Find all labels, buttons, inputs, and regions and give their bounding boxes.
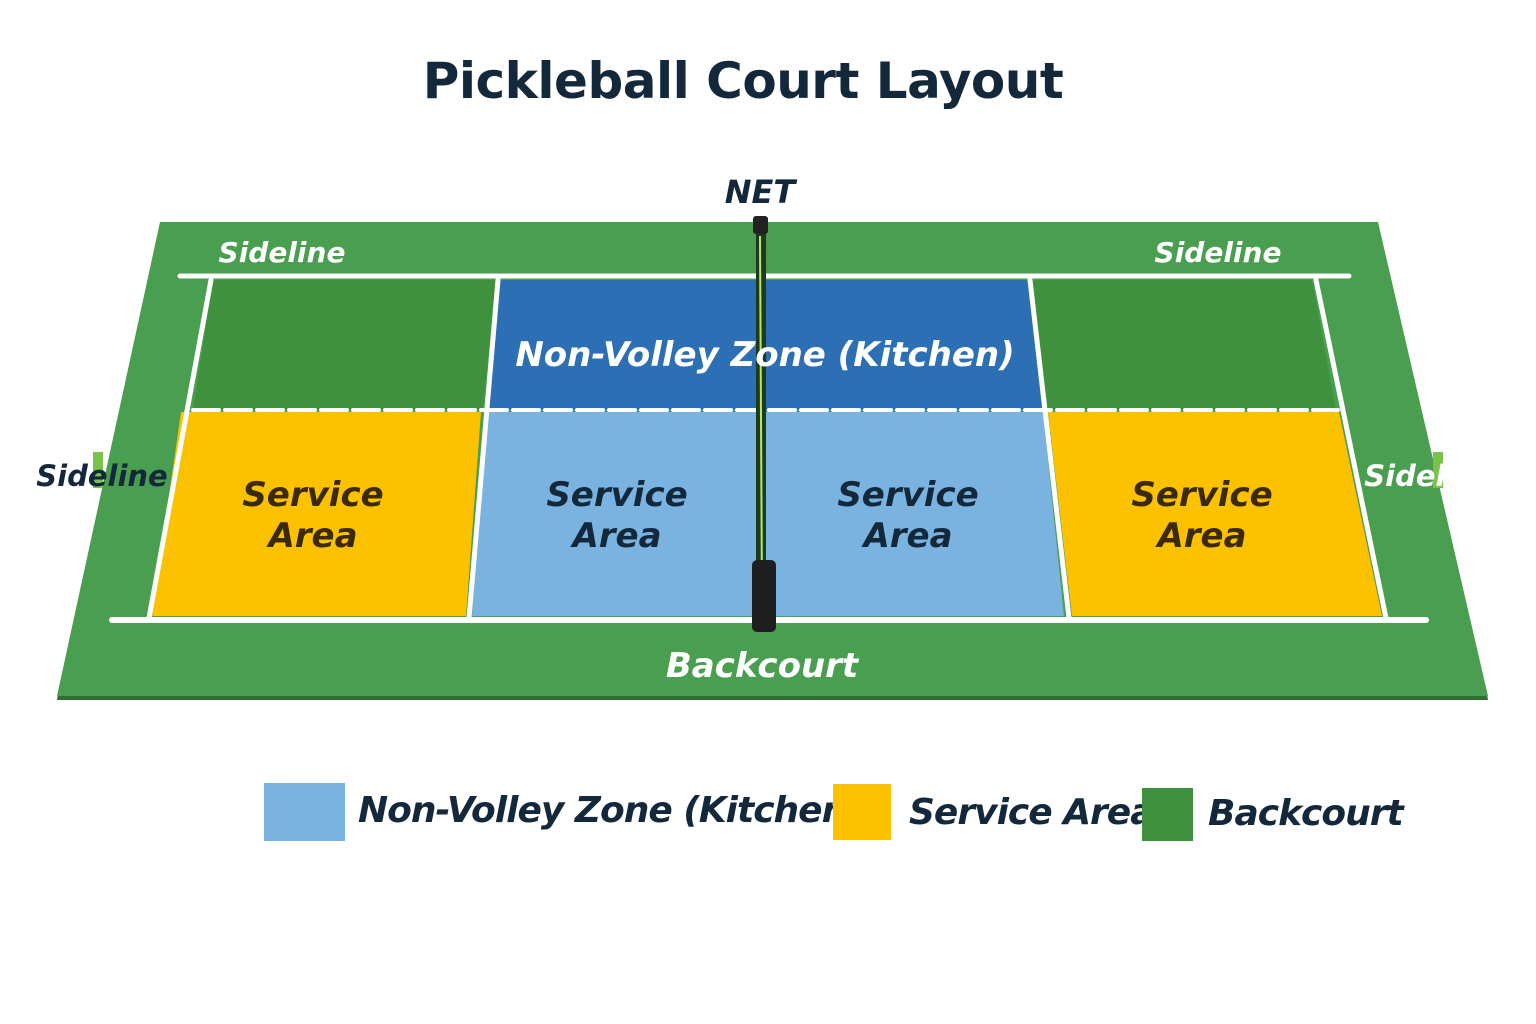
service-area-left-inner [472, 412, 766, 616]
net-label: NET [725, 173, 798, 211]
service-area-right-outer [1048, 412, 1382, 616]
net-highlight [759, 235, 763, 601]
backcourt-label: Backcourt [666, 646, 860, 686]
legend-label-service-area: Service Area [909, 792, 1155, 833]
service-area-left-outer-line1: Service [242, 475, 383, 515]
net-top-cap [753, 216, 768, 234]
right-sideline [1313, 277, 1389, 621]
service-area-left-inner-line2: Area [569, 516, 661, 556]
sideline-label-top-right: Sideline [1155, 236, 1282, 269]
legend-label-backcourt: Backcourt [1208, 793, 1404, 834]
service-area-right-outer-line1: Service [1131, 475, 1272, 515]
page-title: Pickleball Court Layout [422, 52, 1064, 110]
legend-swatch-service-area [833, 784, 891, 840]
backcourt-right [1032, 280, 1336, 410]
left-sideline [146, 277, 214, 621]
backcourt-left [193, 280, 496, 410]
sideline-label-left: Sideline [36, 459, 167, 493]
service-area-right-inner-line2: Area [860, 516, 952, 556]
right-kitchen-line [1027, 277, 1072, 621]
left-kitchen-line [466, 277, 501, 621]
right-side-marker [1433, 452, 1443, 488]
sideline-label-top-left: Sideline [219, 236, 346, 269]
service-area-right-inner-line1: Service [837, 475, 978, 515]
service-area-left-outer [152, 412, 481, 616]
sideline-label-right: Sideline [1364, 459, 1495, 493]
service-area-left-inner-line1: Service [546, 475, 687, 515]
service-area-left-outer-line2: Area [265, 516, 357, 556]
net [752, 216, 776, 632]
legend-swatch-backcourt [1142, 788, 1193, 841]
kitchen-label: Non-Volley Zone (Kitchen) [515, 335, 1014, 375]
net-base [752, 560, 776, 632]
legend-label-kitchen: Non-Volley Zone (Kitchen) [358, 790, 863, 831]
left-side-marker [93, 452, 103, 488]
service-area-right-outer-line2: Area [1154, 516, 1246, 556]
legend-swatch-kitchen [264, 783, 345, 841]
service-area-right-inner [766, 412, 1064, 616]
